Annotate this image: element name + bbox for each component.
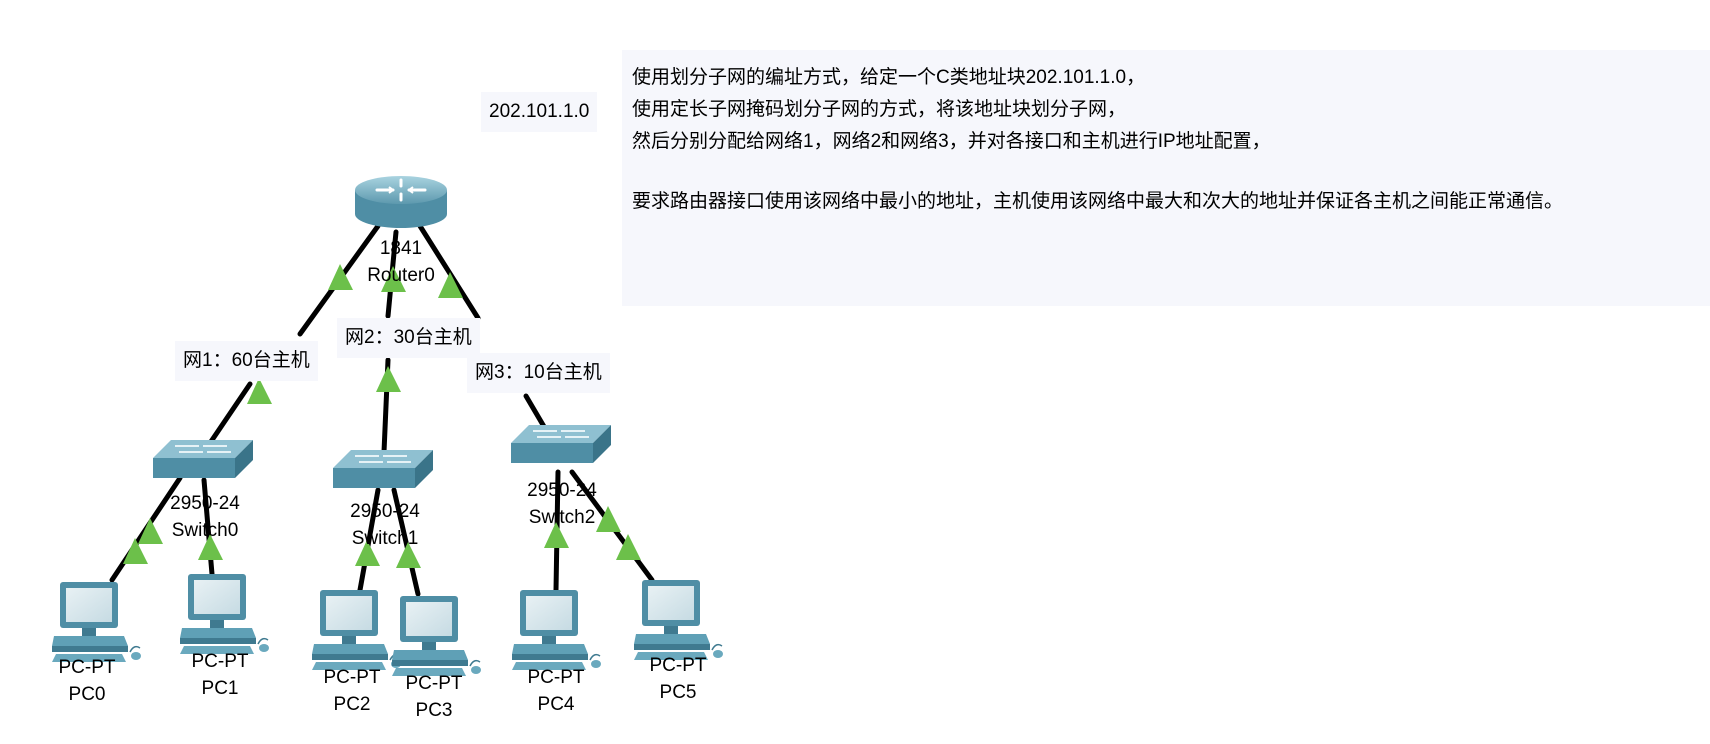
device-model: PC-PT	[405, 673, 463, 694]
device-model: 2950-24	[350, 501, 420, 522]
device-model: PC-PT	[527, 667, 585, 688]
device-model: 2950-24	[527, 480, 597, 501]
link-up-icon	[376, 366, 401, 392]
switch-label: 2950-24 Switch0	[145, 490, 265, 544]
link-up-icon	[381, 266, 406, 292]
link-status-indicators	[123, 264, 641, 568]
router-label: 1841 Router0	[341, 235, 461, 289]
link-up-icon	[247, 378, 272, 404]
switch-icon[interactable]	[332, 449, 434, 489]
pc-label: PC-PT PC1	[160, 648, 280, 702]
device-name: Router0	[367, 265, 435, 286]
device-model: PC-PT	[191, 651, 249, 672]
link-net1-switch0	[205, 381, 253, 449]
device-name: PC1	[201, 678, 239, 699]
device-model: 1841	[379, 238, 423, 259]
instruction-line: 要求路由器接口使用该网络中最小的地址，主机使用该网络中最大和次大的地址并保证各主…	[632, 191, 1564, 212]
pc-icon[interactable]	[51, 581, 142, 663]
pc-icon[interactable]	[311, 589, 402, 671]
link-switch1-pc3	[391, 487, 421, 597]
link-up-icon	[355, 540, 380, 566]
link-up-icon	[138, 518, 163, 544]
device-name: Switch1	[351, 528, 419, 549]
link-up-icon	[198, 534, 223, 560]
device-name: PC4	[537, 694, 575, 715]
link-up-icon	[544, 522, 569, 548]
pc-label: PC-PT PC0	[27, 654, 147, 708]
pc-icon[interactable]	[511, 589, 602, 671]
device-model: PC-PT	[649, 655, 707, 676]
device-name: PC3	[415, 700, 453, 721]
network-label: 网1：60台主机	[175, 341, 318, 381]
pc-label: PC-PT PC5	[618, 652, 738, 706]
switch-label: 2950-24 Switch2	[502, 477, 622, 531]
instruction-line: 使用划分子网的编址方式，给定一个C类地址块202.101.1.0，	[632, 67, 1146, 88]
pc-label: PC-PT PC4	[496, 664, 616, 718]
device-name: PC0	[68, 684, 106, 705]
link-up-icon	[616, 534, 641, 560]
device-name: PC2	[333, 694, 371, 715]
link-switch1-pc2	[357, 487, 381, 593]
link-up-icon	[328, 264, 353, 290]
instruction-line: 使用定长子网掩码划分子网的方式，将该地址块划分子网，	[632, 99, 1127, 120]
network-label: 网3：10台主机	[467, 353, 610, 393]
address-label: 202.101.1.0	[481, 92, 598, 132]
device-model: PC-PT	[58, 657, 116, 678]
link-net3-switch2	[523, 393, 549, 433]
device-name: Switch2	[528, 507, 596, 528]
pc-icon[interactable]	[179, 573, 270, 655]
pc-label: PC-PT PC3	[374, 670, 494, 724]
device-model: 2950-24	[170, 493, 240, 514]
pc-icon[interactable]	[633, 579, 724, 661]
device-name: Switch0	[171, 520, 239, 541]
pc-label: PC-PT PC2	[292, 664, 412, 718]
switch-label: 2950-24 Switch1	[325, 498, 445, 552]
link-router-net3	[417, 223, 481, 321]
link-up-icon	[123, 538, 148, 564]
instruction-note: 使用划分子网的编址方式，给定一个C类地址块202.101.1.0， 使用定长子网…	[622, 50, 1710, 306]
router-icon[interactable]	[353, 174, 449, 230]
link-up-icon	[438, 272, 463, 298]
device-model: PC-PT	[323, 667, 381, 688]
switch-icon[interactable]	[152, 439, 254, 479]
network-label: 网2：30台主机	[337, 318, 480, 358]
switch-icon[interactable]	[510, 424, 612, 464]
links	[109, 223, 655, 597]
instruction-line: 然后分别分配给网络1，网络2和网络3，并对各接口和主机进行IP地址配置，	[632, 131, 1271, 152]
link-up-icon	[396, 542, 421, 568]
device-name: PC5	[659, 682, 697, 703]
link-up-icon	[596, 506, 621, 532]
